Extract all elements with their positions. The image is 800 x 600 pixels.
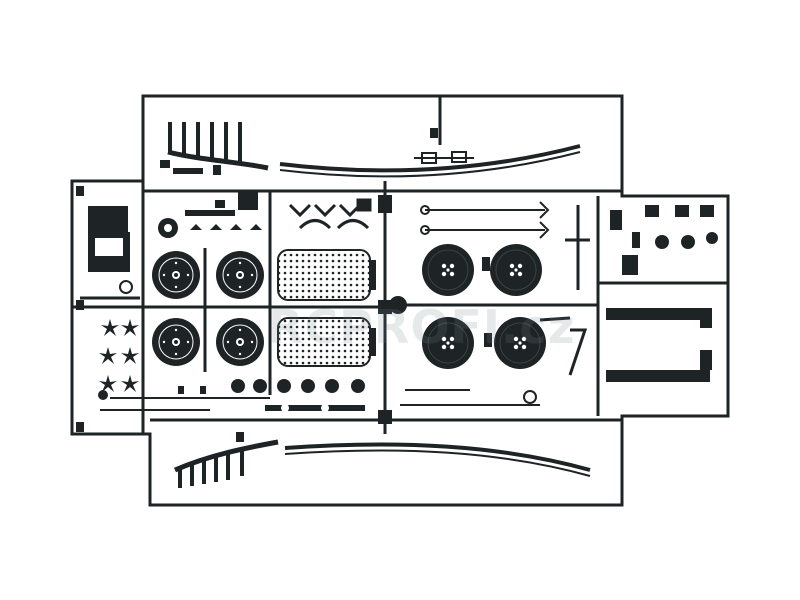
grille-fittings bbox=[288, 198, 372, 230]
seat-frame bbox=[80, 206, 140, 300]
exhaust-pipes-top bbox=[167, 122, 269, 171]
steering-arms bbox=[539, 205, 590, 376]
wheel-group-right bbox=[421, 243, 547, 370]
brackets-row bbox=[158, 190, 262, 238]
leaf-spring-upper bbox=[606, 308, 712, 328]
cab-fittings bbox=[160, 160, 221, 175]
lamp-pair bbox=[414, 128, 474, 164]
frame-rail-top bbox=[279, 144, 581, 178]
sprue-gates bbox=[76, 186, 407, 442]
frame-rail-bottom bbox=[284, 442, 591, 477]
round-parts-row bbox=[178, 379, 365, 412]
long-rods-left bbox=[98, 390, 270, 411]
star-bracket-group bbox=[99, 319, 139, 392]
tie-rods bbox=[400, 201, 550, 406]
grille-upper bbox=[277, 249, 376, 301]
right-panel-parts bbox=[610, 205, 718, 275]
leaf-spring-lower bbox=[606, 350, 712, 382]
exhaust-pipes-bottom bbox=[174, 439, 279, 488]
grille-lower bbox=[277, 317, 376, 367]
